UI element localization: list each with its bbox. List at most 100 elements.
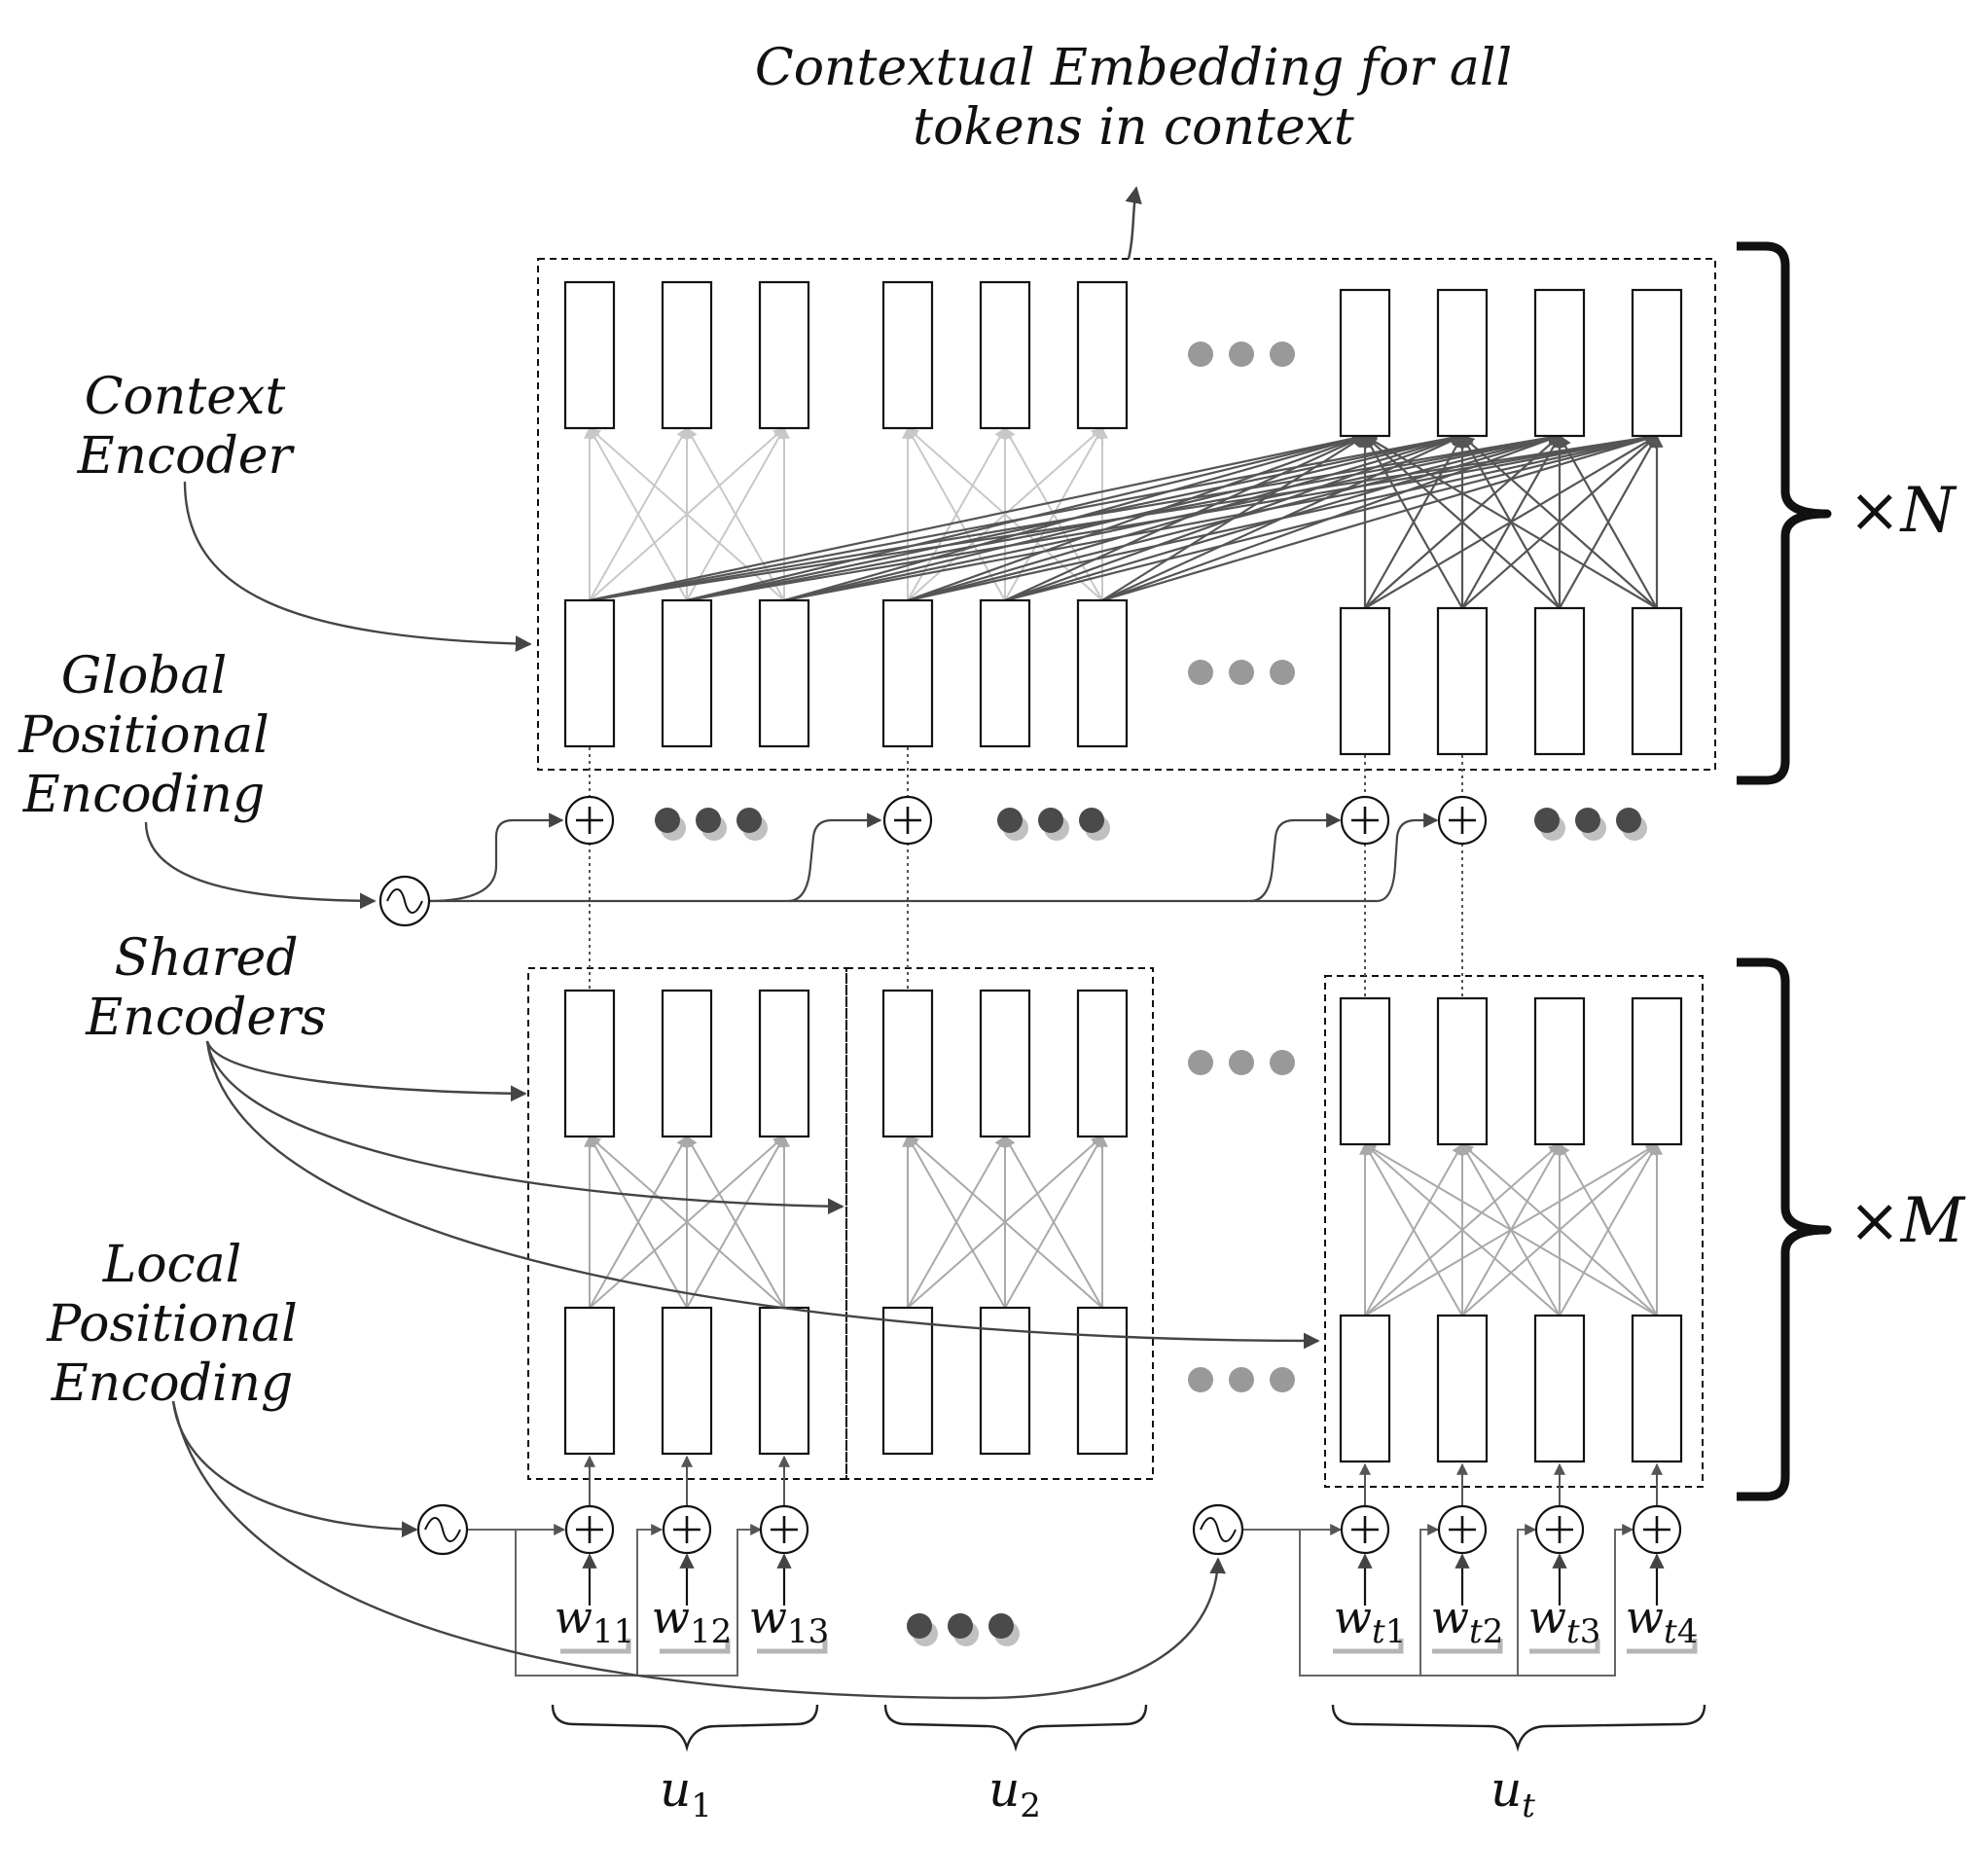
word-underlines bbox=[560, 1639, 1698, 1654]
ctx-edge-g1-2-0 bbox=[589, 427, 785, 601]
token-box-sh-out-3 bbox=[881, 989, 934, 1138]
ctx-cross-edge-2-3 bbox=[783, 431, 1659, 602]
word-wt4-sub-var: t bbox=[1664, 1612, 1677, 1652]
curve-shared-to-u2 bbox=[205, 1040, 844, 1215]
utterance-u1-sub: 1 bbox=[691, 1786, 712, 1825]
sh-edge-g3-1-0 bbox=[1364, 1142, 1463, 1317]
sh-edge-g3-2-0 bbox=[1364, 1143, 1561, 1317]
token-boxes bbox=[563, 280, 1683, 1463]
token-box-ctx-in-t-2 bbox=[1533, 606, 1586, 756]
word-wt1-sub-var: t bbox=[1372, 1612, 1385, 1652]
ctx-cross-edge-0-0 bbox=[589, 432, 1367, 602]
ellipsis-words bbox=[907, 1613, 1020, 1646]
word-w12: w12 bbox=[638, 1591, 745, 1652]
ellipsis-sum-u2 bbox=[997, 808, 1110, 841]
brace-u2 bbox=[883, 1704, 1148, 1752]
token-box-sh-in-3 bbox=[881, 1306, 934, 1456]
ellipsis-context-input bbox=[1188, 660, 1295, 685]
sum-node-10 bbox=[1632, 1504, 1682, 1555]
sum-node-8 bbox=[1437, 1504, 1488, 1555]
ellipsis-sum-u1 bbox=[655, 808, 768, 841]
token-box-ctx-out-4 bbox=[979, 280, 1031, 430]
utterance-u2-sub: 2 bbox=[1020, 1786, 1041, 1825]
sh-edge-g2-2-1 bbox=[1004, 1135, 1103, 1309]
sum-node-3 bbox=[1437, 795, 1488, 846]
ellipsis-shared-output bbox=[1188, 1050, 1295, 1075]
repeat-n-var: N bbox=[1900, 475, 1956, 547]
token-box-sh-in-t-0 bbox=[1339, 1314, 1391, 1463]
word-wt4: wt4 bbox=[1608, 1591, 1715, 1652]
word-w12-sub: 12 bbox=[690, 1612, 733, 1652]
token-box-sh-out-5 bbox=[1076, 989, 1129, 1138]
ellipsis-context-output bbox=[1188, 342, 1295, 367]
ctx-edge-g1-2-1 bbox=[686, 426, 785, 601]
token-box-sh-in-t-1 bbox=[1436, 1314, 1489, 1463]
ellipsis-sum-ut bbox=[1534, 808, 1647, 841]
ctx-cross-edge-3-0 bbox=[907, 433, 1367, 602]
token-box-ctx-in-5 bbox=[1076, 598, 1129, 748]
sh-edge-g1-2-0 bbox=[589, 1136, 785, 1309]
encoder-link-lines bbox=[589, 747, 1463, 1000]
word-wt4-sub: t4 bbox=[1664, 1612, 1698, 1651]
word-w13: w13 bbox=[736, 1591, 843, 1652]
word-w11-sub: 11 bbox=[592, 1612, 635, 1652]
ctx-cross-edge-5-3 bbox=[1101, 433, 1659, 602]
word-w13-base: w bbox=[748, 1591, 788, 1643]
utterance-u1-base: u bbox=[660, 1761, 692, 1818]
token-box-ctx-in-t-3 bbox=[1631, 606, 1683, 756]
brace-ut bbox=[1331, 1704, 1706, 1752]
word-wt4-base: w bbox=[1625, 1591, 1665, 1643]
word-wt4-sub-num: 4 bbox=[1676, 1612, 1699, 1652]
ctx-cross-edge-2-2 bbox=[783, 432, 1562, 602]
ctx-cross-edge-9-2 bbox=[1559, 434, 1658, 609]
word-wt3-sub: t3 bbox=[1566, 1612, 1600, 1651]
token-box-sh-in-0 bbox=[563, 1306, 616, 1456]
repeat-bracket-top bbox=[1737, 241, 1832, 785]
token-box-ctx-in-3 bbox=[881, 598, 934, 748]
sh-edge-g1-1-0 bbox=[589, 1135, 688, 1309]
sh-edge-g2-1-0 bbox=[907, 1135, 1006, 1309]
ctx-cross-edge-9-0 bbox=[1363, 435, 1658, 609]
token-box-ctx-in-0 bbox=[563, 598, 616, 748]
token-box-sh-out-t-2 bbox=[1533, 996, 1586, 1146]
ctx-cross-edge-2-1 bbox=[783, 432, 1464, 602]
word-w12-base: w bbox=[651, 1591, 691, 1643]
global-positional-bus bbox=[428, 812, 1439, 903]
token-box-ctx-out-3 bbox=[881, 280, 934, 430]
sum-node-5 bbox=[662, 1504, 712, 1555]
brace-u1 bbox=[551, 1704, 819, 1752]
word-wt2: wt2 bbox=[1414, 1591, 1521, 1652]
local-pe-generator-u1 bbox=[416, 1503, 469, 1556]
sum-node-6 bbox=[759, 1504, 809, 1555]
token-box-ctx-in-2 bbox=[758, 598, 810, 748]
utterance-ut-sub-var: t bbox=[1522, 1786, 1535, 1825]
word-wt1-sub-num: 1 bbox=[1384, 1612, 1407, 1652]
token-box-sh-in-1 bbox=[661, 1306, 713, 1456]
sh-edge-g3-3-2 bbox=[1559, 1142, 1658, 1317]
ellipsis-shared-input bbox=[1188, 1367, 1295, 1392]
sum-node-4 bbox=[564, 1504, 615, 1555]
repeat-n-times: × bbox=[1849, 475, 1901, 547]
word-w11-base: w bbox=[554, 1591, 593, 1643]
word-wt3-sub-var: t bbox=[1566, 1612, 1580, 1652]
token-box-ctx-in-1 bbox=[661, 598, 713, 748]
word-wt1-base: w bbox=[1333, 1591, 1373, 1643]
word-wt3: wt3 bbox=[1511, 1591, 1618, 1652]
word-wt3-sub-num: 3 bbox=[1579, 1612, 1601, 1652]
token-box-ctx-out-t-2 bbox=[1533, 288, 1586, 438]
local-pe-generator-ut bbox=[1192, 1503, 1244, 1556]
utterance-ut-base: u bbox=[1490, 1761, 1523, 1818]
ctx-cross-edge-5-2 bbox=[1101, 433, 1562, 602]
shared-encoder-box-ut bbox=[1324, 975, 1704, 1488]
token-box-ctx-in-t-0 bbox=[1339, 606, 1391, 756]
word-wt3-base: w bbox=[1527, 1591, 1567, 1643]
shared-encoder-box-u2 bbox=[845, 967, 1154, 1480]
ctx-cross-edge-2-0 bbox=[783, 432, 1367, 602]
word-w13-sub: 13 bbox=[787, 1612, 830, 1652]
curve-context-encoder bbox=[183, 481, 532, 652]
utterance-ut: ut bbox=[1464, 1761, 1562, 1826]
token-box-ctx-out-t-0 bbox=[1339, 288, 1391, 438]
repeat-m-label: ×M bbox=[1849, 1185, 1964, 1258]
context-encoder-box bbox=[537, 258, 1716, 771]
